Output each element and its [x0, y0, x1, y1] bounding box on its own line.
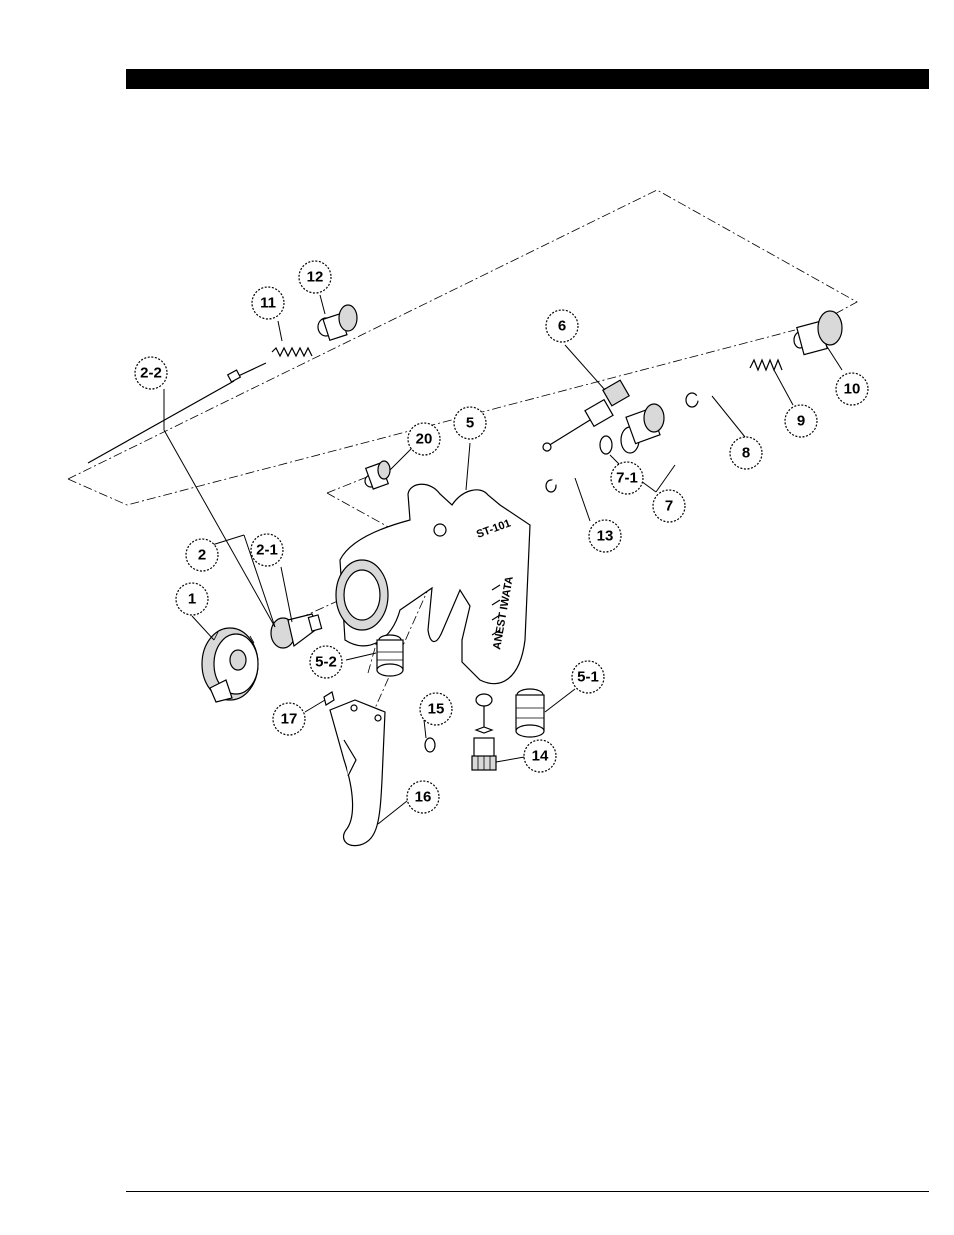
part-fluid-needle — [88, 363, 266, 463]
part-trigger — [330, 700, 385, 846]
part-o-ring — [600, 436, 612, 454]
part-plug — [365, 461, 390, 489]
callout-2: 2 — [186, 539, 218, 571]
callout-label: 5-2 — [315, 654, 337, 671]
callout-5-2: 5-2 — [310, 646, 342, 678]
callout-15: 15 — [420, 693, 452, 725]
callout-5-1: 5-1 — [572, 661, 604, 693]
callout-label: 20 — [416, 431, 433, 448]
callout-13: 13 — [589, 520, 621, 552]
callout-label: 2-1 — [256, 542, 278, 559]
callout-10: 10 — [836, 373, 868, 405]
callout-label: 7-1 — [616, 470, 638, 487]
callout-6: 6 — [546, 310, 578, 342]
part-adjusting-knob — [794, 311, 842, 355]
part-air-valve-spring — [750, 360, 782, 370]
part-fluid-inlet-fitting — [377, 635, 403, 676]
callout-label: 14 — [532, 748, 549, 765]
callout-label: 17 — [281, 711, 298, 728]
callout-7-1: 7-1 — [611, 462, 643, 494]
part-needle-spring — [272, 348, 312, 356]
callout-label: 2-2 — [140, 365, 162, 382]
callout-20: 20 — [408, 423, 440, 455]
callout-label: 2 — [198, 547, 206, 564]
callout-12: 12 — [299, 261, 331, 293]
callout-label: 15 — [428, 701, 445, 718]
footer-rule — [126, 1191, 929, 1192]
callout-label: 1 — [188, 591, 196, 608]
callout-16: 16 — [407, 781, 439, 813]
callout-label: 11 — [260, 295, 276, 312]
part-gun-body: ST-101 ANEST IWATA — [336, 484, 530, 683]
part-fluid-nozzle — [271, 614, 322, 648]
callout-1: 1 — [176, 583, 208, 615]
part-air-valve — [543, 380, 629, 451]
callout-label: 12 — [307, 269, 324, 286]
callout-label: 10 — [844, 381, 861, 398]
callout-label: 16 — [415, 789, 432, 806]
callout-label: 6 — [558, 318, 566, 335]
callout-2-2: 2-2 — [135, 357, 167, 389]
callout-label: 7 — [665, 498, 673, 515]
part-air-valve-seat — [621, 404, 664, 453]
callout-label: 5 — [466, 415, 474, 432]
callout-label: 13 — [597, 528, 614, 545]
callout-2-1: 2-1 — [251, 534, 283, 566]
callout-11: 11 — [252, 287, 284, 319]
callout-label: 8 — [742, 445, 750, 462]
callout-label: 5-1 — [577, 669, 599, 686]
part-air-valve-rod — [686, 385, 728, 407]
part-trigger-stud — [546, 470, 578, 492]
part-air-cap — [202, 628, 258, 702]
callout-label: 9 — [797, 413, 805, 430]
callout-14: 14 — [524, 740, 556, 772]
callout-5: 5 — [454, 407, 486, 439]
part-clip — [324, 692, 334, 705]
callout-9: 9 — [785, 405, 817, 437]
callout-8: 8 — [730, 437, 762, 469]
callout-7: 7 — [653, 490, 685, 522]
callout-17: 17 — [273, 703, 305, 735]
part-air-inlet-fitting — [516, 689, 544, 737]
part-trigger-pin — [386, 724, 435, 752]
part-air-adjusting-valve — [472, 694, 496, 770]
